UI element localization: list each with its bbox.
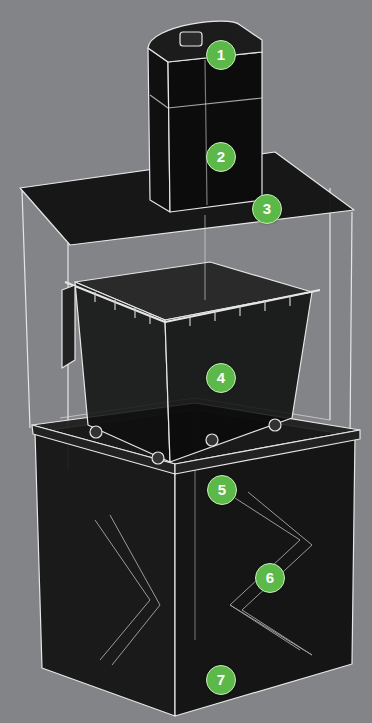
- unit-right: [168, 52, 262, 212]
- cube-left: [35, 432, 175, 716]
- frame-post: [350, 212, 352, 440]
- frame-post: [22, 190, 30, 428]
- lid-button: [180, 32, 202, 46]
- frame-post: [329, 188, 330, 420]
- bin-handle: [62, 285, 75, 368]
- unit-lid: [148, 21, 262, 62]
- callout-number: 6: [255, 563, 285, 593]
- scissor-lift: [95, 492, 312, 665]
- bin-wheels: [90, 419, 281, 464]
- callout-number: 7: [206, 665, 236, 695]
- unit-left: [148, 48, 170, 212]
- bin-left: [75, 282, 170, 462]
- bin-teeth: [95, 292, 290, 326]
- callout-number: 3: [252, 194, 282, 224]
- callout-number: 2: [206, 142, 236, 172]
- callout-number: 5: [207, 475, 237, 505]
- cube-right: [175, 436, 355, 716]
- bin-rim: [65, 282, 320, 322]
- callout-number: 4: [206, 363, 236, 393]
- callout-number: 1: [206, 40, 236, 70]
- chute-edge: [204, 215, 205, 300]
- chute-edge: [205, 60, 207, 205]
